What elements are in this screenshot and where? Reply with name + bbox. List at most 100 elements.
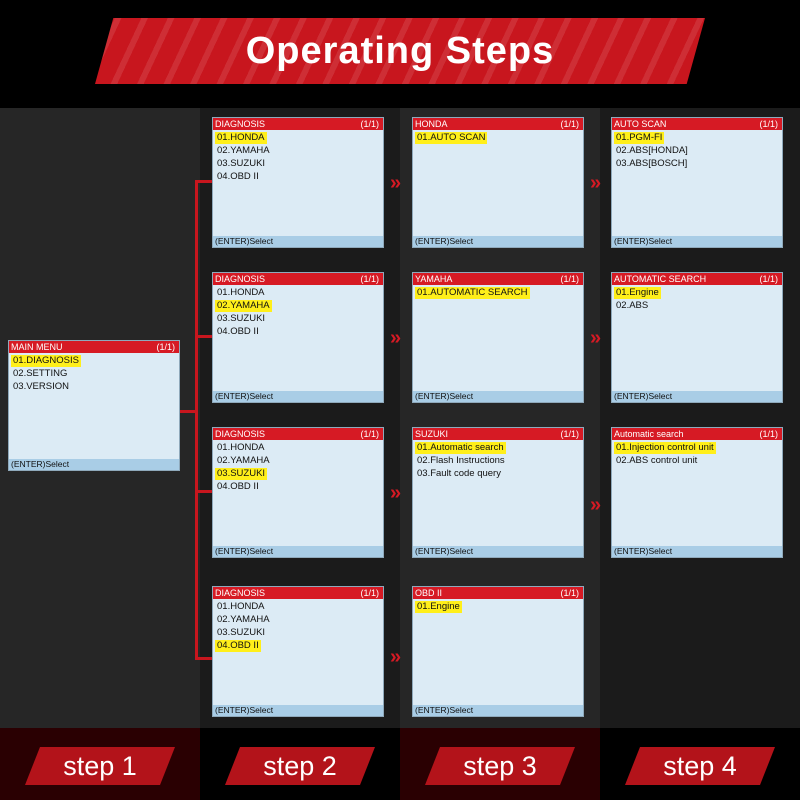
menu-item[interactable]: 03.SUZUKI [217,627,266,638]
menu-item[interactable]: 02.YAMAHA [217,145,270,156]
footer-label: (ENTER)Select [614,391,673,401]
menu-item[interactable]: 04.OBD II [217,481,259,492]
screen-title: MAIN MENU [11,342,63,352]
step-4-label: step 4 [625,747,775,785]
screen-automatic-search-suzuki: Automatic search (1/1) 01.Injection contro… [611,427,783,558]
screen-diag-obd: DIAGNOSIS(1/1) 01.HONDA 02.YAMAHA 03.SUZUKI… [212,586,384,717]
screen-footer: (ENTER)Select [213,546,383,557]
menu-item[interactable]: 03.VERSION [13,381,69,392]
screen-obd: OBD II(1/1) 01.Engine (ENTER)Select [412,586,584,717]
menu-item[interactable]: 03.SUZUKI [215,468,268,480]
screen-footer: (ENTER)Select [9,459,179,470]
screen-header: DIAGNOSIS(1/1) [213,273,383,285]
screen-honda: HONDA (1/1) 01.AUTO SCAN (ENTER)Select [412,117,584,248]
footer-label: (ENTER)Select [215,391,274,401]
menu-item[interactable]: 01.DIAGNOSIS [11,355,81,367]
page-indicator: (1/1) [360,429,379,439]
menu-item[interactable]: 01.Injection control unit [614,442,716,454]
screen-header: DIAGNOSIS (1/1) [213,428,383,440]
screen-title: AUTO SCAN [614,119,667,129]
chevron-right-icon: » [390,172,402,194]
chevron-right-icon: » [390,646,402,668]
menu-item[interactable]: 01.Automatic search [415,442,506,454]
screen-footer: (ENTER)Select [213,236,383,247]
banner: Operating Steps [95,18,705,84]
menu-item[interactable]: 04.OBD II [215,640,261,652]
chevron-right-icon: » [590,494,602,516]
step-1-label: step 1 [25,747,175,785]
menu-item[interactable]: 02.YAMAHA [215,300,272,312]
screen-title: AUTOMATIC SEARCH [614,274,707,284]
menu-item[interactable]: 01.HONDA [215,132,267,144]
menu-item[interactable]: 01.HONDA [217,442,265,453]
step-2-label: step 2 [225,747,375,785]
screen-footer: (ENTER)Select [413,391,583,402]
screen-footer: (ENTER)Select [413,705,583,716]
menu-item[interactable]: 01.HONDA [217,601,265,612]
page-indicator: (1/1) [560,119,579,129]
menu-item[interactable]: 02.ABS[HONDA] [616,145,688,156]
footer-label: (ENTER)Select [415,391,474,401]
menu-item[interactable]: 01.PGM-FI [614,132,665,144]
menu-item[interactable]: 01.HONDA [217,287,265,298]
menu-item[interactable]: 02.ABS [616,300,649,311]
footer-label: (ENTER)Select [415,546,474,556]
screen-footer: (ENTER)Select [413,546,583,557]
bracket-branch-3 [195,490,212,493]
menu-item[interactable]: 03.SUZUKI [217,158,266,169]
screen-yamaha: YAMAHA(1/1) 01.AUTOMATIC SEARCH (ENTER)Sel… [412,272,584,403]
screen-header: DIAGNOSIS (1/1) [213,118,383,130]
screen-header: DIAGNOSIS(1/1) [213,587,383,599]
screen-footer: (ENTER)Select [612,236,782,247]
screen-footer: (ENTER)Select [612,391,782,402]
bracket-stem [180,410,196,413]
page-indicator: (1/1) [560,588,579,598]
menu-item[interactable]: 04.OBD II [217,171,259,182]
bracket-branch-2 [195,335,212,338]
menu-item[interactable]: 02.ABS control unit [616,455,698,466]
footer-label: (ENTER)Select [215,236,274,246]
menu-item[interactable]: 01.Engine [614,287,661,299]
screen-header: OBD II(1/1) [413,587,583,599]
menu-item[interactable]: 03.ABS[BOSCH] [616,158,688,169]
screen-title: Automatic search [614,429,684,439]
screen-header: AUTO SCAN(1/1) [612,118,782,130]
screen-title: DIAGNOSIS [215,588,266,598]
footer-label: (ENTER)Select [215,705,274,715]
footer-label: (ENTER)Select [11,459,70,469]
bracket-branch-1 [195,180,212,183]
screen-title: DIAGNOSIS [215,429,266,439]
chevron-right-icon: » [590,172,602,194]
menu-item[interactable]: 03.Fault code query [417,468,501,479]
screen-header: YAMAHA(1/1) [413,273,583,285]
page-indicator: (1/1) [360,119,379,129]
menu-item[interactable]: 02.YAMAHA [217,455,270,466]
screen-title: DIAGNOSIS [215,274,266,284]
chevron-right-icon: » [390,482,402,504]
menu-item[interactable]: 02.YAMAHA [217,614,270,625]
screen-title: SUZUKI [415,429,449,439]
chevron-right-icon: » [390,327,402,349]
menu-item[interactable]: 04.OBD II [217,326,259,337]
footer-label: (ENTER)Select [614,236,673,246]
menu-item[interactable]: 02.Flash Instructions [417,455,505,466]
bracket-spine [195,180,198,660]
page-indicator: (1/1) [759,429,778,439]
banner-title: Operating Steps [245,29,555,72]
screen-header: MAIN MENU(1/1) [9,341,179,353]
screen-title: HONDA [415,119,448,129]
page-indicator: (1/1) [560,429,579,439]
menu-item[interactable]: 02.SETTING [13,368,68,379]
footer-label: (ENTER)Select [415,236,474,246]
menu-item[interactable]: 03.SUZUKI [217,313,266,324]
screen-header: AUTOMATIC SEARCH(1/1) [612,273,782,285]
menu-item[interactable]: 01.AUTOMATIC SEARCH [415,287,530,299]
screen-title: DIAGNOSIS [215,119,266,129]
menu-item[interactable]: 01.Engine [415,601,462,613]
menu-item[interactable]: 01.AUTO SCAN [415,132,488,144]
